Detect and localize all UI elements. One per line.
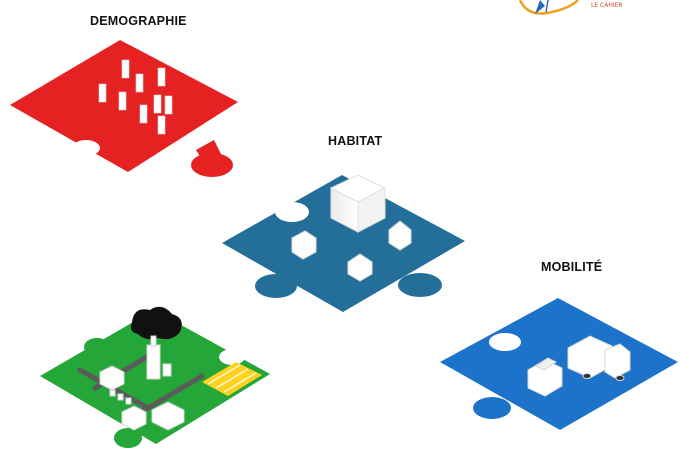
- truck-icon: [567, 335, 631, 381]
- urbain-piece: [40, 306, 270, 448]
- apartment-building-icon: [329, 174, 387, 233]
- demographie-label: DEMOGRAPHIE: [90, 14, 187, 28]
- habitat-label: HABITAT: [328, 134, 383, 148]
- house-icon: [291, 220, 412, 282]
- people-icon: [98, 59, 173, 135]
- compass-logo-icon: [518, 0, 579, 15]
- mobilite-piece: [440, 298, 678, 430]
- crosswalk-icon: [202, 362, 262, 396]
- logo-text: LE CAHIER: [591, 2, 623, 9]
- city-buildings-icon: [99, 335, 185, 431]
- habitat-piece: [222, 174, 465, 312]
- mobilite-label: MOBILITÉ: [541, 260, 603, 274]
- demographie-piece: [10, 40, 238, 177]
- car-icon: [527, 357, 563, 397]
- tree-icon: [130, 306, 182, 340]
